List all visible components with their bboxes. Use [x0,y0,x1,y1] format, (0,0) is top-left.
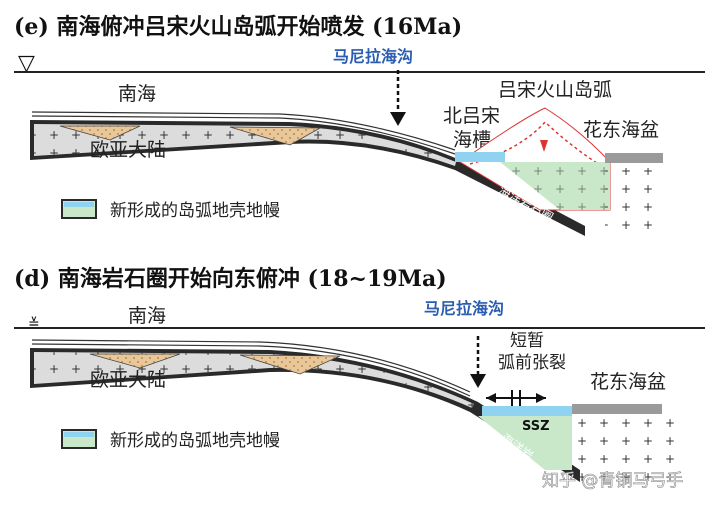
trench-label-e: 马尼拉海沟 [333,47,413,66]
arc-crust-lines [469,120,606,169]
sea-level-icon: ≚ [28,316,40,332]
sediment-wedge [229,126,322,146]
huadong-crust-e [605,153,663,163]
ssz-label: SSZ [522,419,550,434]
huadong-mantle-e [605,168,665,238]
eurasia-crust-pattern-e [34,124,456,166]
south-sea-label-e: 南海 [118,83,156,105]
sediment-wedge [239,354,341,375]
sediment-line [31,111,456,151]
eurasia-label-e: 欧亚大陆 [90,139,166,161]
luzon-arc-label: 吕宋火山岛弧 [498,79,612,101]
extension-arrowhead-right [536,393,546,403]
eurasia-label-d: 欧亚大陆 [90,369,166,391]
north-luzon-trough-water [455,152,505,162]
magma-icon [540,140,548,152]
extension-arrowhead-left [486,393,496,403]
north-luzon-label-1: 北吕宋 [443,105,500,127]
sediment-wedge [59,125,141,141]
trench-arrowhead-e [390,112,406,126]
forearc-water [482,406,572,416]
huadong-label-d: 花东海盆 [590,371,666,393]
huadong-label-e: 花东海盆 [583,119,659,141]
legend-swatch-water-d [64,432,94,437]
legend-swatch-water-e [64,202,94,207]
new-arc-crust-pattern-e [500,162,610,210]
north-luzon-label-2: 海槽 [453,129,491,151]
sediment-line [31,339,471,393]
panel-d-title: (d) 南海岩石圈开始向东俯冲 (18~19Ma) [14,266,447,292]
legend-label-e: 新形成的岛弧地壳地幔 [110,201,280,221]
sea-level-icon: ▽ [18,51,35,76]
sediment-line [31,343,471,397]
trench-label-d: 马尼拉海沟 [424,299,504,318]
trench-arrowhead-d [470,374,486,388]
huadong-mantle-d [572,418,682,488]
short-label-1: 短暂 [510,331,544,351]
slab-outline-e [30,120,585,236]
watermark: 知乎 @青铜马弓手 [542,471,683,491]
sediment-line [31,115,456,155]
south-sea-label-d: 南海 [128,305,166,327]
legend-label-d: 新形成的岛弧地壳地幔 [110,431,280,451]
panel-e-title: (e) 南海俯冲吕宋火山岛弧开始喷发 (16Ma) [14,14,462,40]
new-arc-crust-d [478,416,572,470]
huadong-crust-d [572,404,662,414]
short-label-2: 弧前张裂 [498,353,566,373]
sediment-wedge [89,353,181,369]
